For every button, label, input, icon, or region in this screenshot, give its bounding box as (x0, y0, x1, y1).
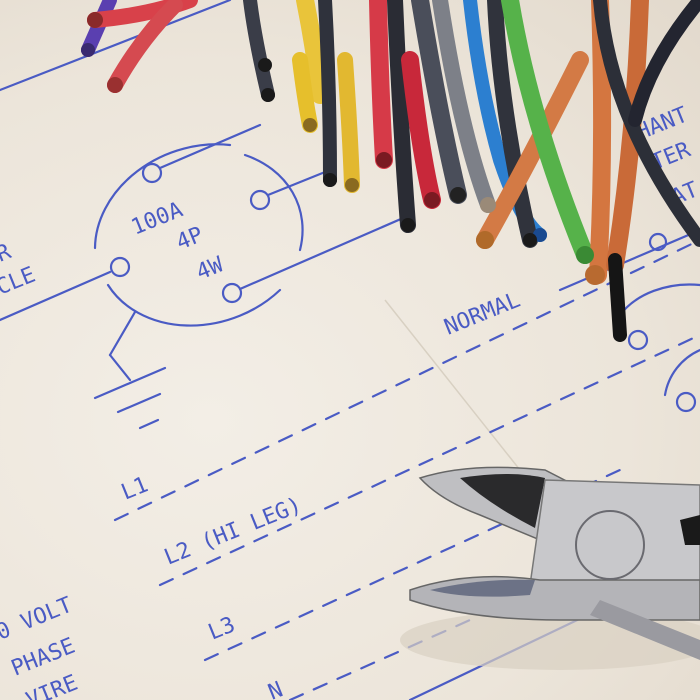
wire-gray (411, 0, 467, 204)
line-n-label: N (265, 677, 287, 700)
normal-label: NORMAL (441, 288, 524, 341)
breaker-wires-label: 4W (193, 252, 228, 285)
wire-black (318, 0, 337, 187)
left-label-line1: R (0, 239, 15, 267)
wire-orange (476, 51, 589, 249)
line-l1-label: L1 (118, 472, 152, 505)
wire-red (369, 0, 393, 169)
wire-green (501, 0, 594, 264)
breaker-poles-label: 4P (173, 222, 207, 255)
line-l3-label: L3 (205, 612, 239, 645)
wire-bundle (81, 0, 700, 342)
line-l2-label: L2 (HI LEG) (161, 493, 305, 571)
left-label-line2: CLE (0, 262, 39, 300)
wire-red (87, 0, 198, 93)
pliers (400, 466, 700, 670)
wire-yellow (296, 0, 329, 104)
wire-black (243, 0, 275, 102)
